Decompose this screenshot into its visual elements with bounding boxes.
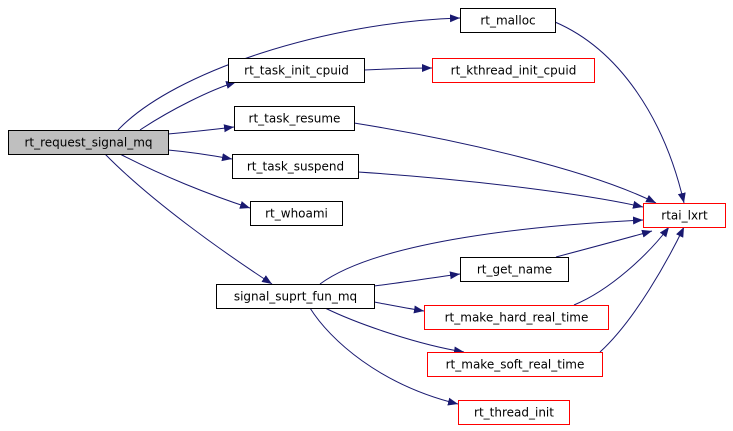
node-label: rt_request_signal_mq bbox=[24, 136, 152, 150]
edge-root-to-signal-suprt bbox=[104, 153, 273, 285]
node-box bbox=[232, 154, 359, 179]
node-make-hard[interactable]: rt_make_hard_real_time bbox=[424, 305, 609, 330]
node-task-suspend[interactable]: rt_task_suspend bbox=[232, 154, 359, 179]
node-label: rt_make_hard_real_time bbox=[445, 311, 589, 325]
node-box bbox=[234, 106, 355, 131]
edge-malloc-to-rtai-lxrt bbox=[554, 21, 686, 204]
edge-root-to-whoami bbox=[119, 153, 251, 209]
node-thread-init[interactable]: rt_thread_init bbox=[458, 400, 570, 425]
node-box bbox=[424, 305, 609, 330]
node-task-init-cpuid[interactable]: rt_task_init_cpuid bbox=[228, 58, 365, 83]
node-label: rt_malloc bbox=[480, 14, 535, 28]
edge-signal-suprt-to-make-hard bbox=[373, 301, 425, 314]
node-label: rtai_lxrt bbox=[661, 209, 708, 223]
node-root[interactable]: rt_request_signal_mq bbox=[8, 130, 169, 155]
edge-signal-suprt-to-get-name bbox=[373, 271, 461, 287]
node-box bbox=[432, 58, 595, 83]
node-signal-suprt[interactable]: signal_suprt_fun_mq bbox=[216, 284, 375, 309]
node-label: rt_kthread_init_cpuid bbox=[451, 64, 577, 78]
node-label: rt_get_name bbox=[477, 263, 552, 277]
node-task-resume[interactable]: rt_task_resume bbox=[234, 106, 355, 131]
node-rtai-lxrt[interactable]: rtai_lxrt bbox=[643, 203, 726, 228]
node-label: rt_thread_init bbox=[474, 406, 554, 420]
edge-make-hard-to-rtai-lxrt bbox=[573, 226, 670, 306]
edge-root-to-task-resume bbox=[167, 124, 235, 135]
node-box bbox=[427, 352, 603, 377]
node-malloc[interactable]: rt_malloc bbox=[460, 8, 556, 33]
edge-signal-suprt-to-rtai-lxrt bbox=[319, 216, 644, 285]
edge-root-to-task-suspend bbox=[167, 149, 233, 162]
node-label: rt_task_suspend bbox=[247, 160, 344, 174]
node-box bbox=[458, 400, 570, 425]
edges-layer bbox=[104, 14, 686, 406]
node-kthread-init-cpuid[interactable]: rt_kthread_init_cpuid bbox=[432, 58, 595, 83]
node-label: rt_task_init_cpuid bbox=[244, 64, 349, 78]
edge-task-suspend-to-rtai-lxrt bbox=[357, 171, 644, 209]
node-box bbox=[460, 8, 556, 33]
edge-signal-suprt-to-thread-init bbox=[309, 307, 459, 406]
node-box bbox=[643, 203, 726, 228]
node-make-soft[interactable]: rt_make_soft_real_time bbox=[427, 352, 603, 377]
node-label: rt_make_soft_real_time bbox=[446, 358, 585, 372]
node-box bbox=[228, 58, 365, 83]
edge-task-init-cpuid-to-kthread-init-cpuid bbox=[363, 64, 433, 73]
node-get-name[interactable]: rt_get_name bbox=[460, 257, 569, 282]
edge-get-name-to-rtai-lxrt bbox=[555, 229, 653, 258]
edge-root-to-task-init-cpuid bbox=[139, 81, 237, 131]
node-box bbox=[460, 257, 569, 282]
edge-signal-suprt-to-make-soft bbox=[324, 307, 465, 355]
node-label: rt_whoami bbox=[265, 207, 328, 221]
edge-root-to-malloc bbox=[117, 14, 461, 131]
node-box bbox=[216, 284, 375, 309]
nodes-layer: rt_request_signal_mq rt_malloc rt_task_ini… bbox=[8, 8, 726, 425]
node-label: signal_suprt_fun_mq bbox=[234, 290, 357, 304]
node-label: rt_task_resume bbox=[249, 112, 341, 126]
edge-make-soft-to-rtai-lxrt bbox=[599, 226, 685, 353]
node-box bbox=[250, 201, 343, 226]
edge-task-resume-to-rtai-lxrt bbox=[353, 122, 657, 204]
node-whoami[interactable]: rt_whoami bbox=[250, 201, 343, 226]
node-box bbox=[8, 130, 169, 155]
